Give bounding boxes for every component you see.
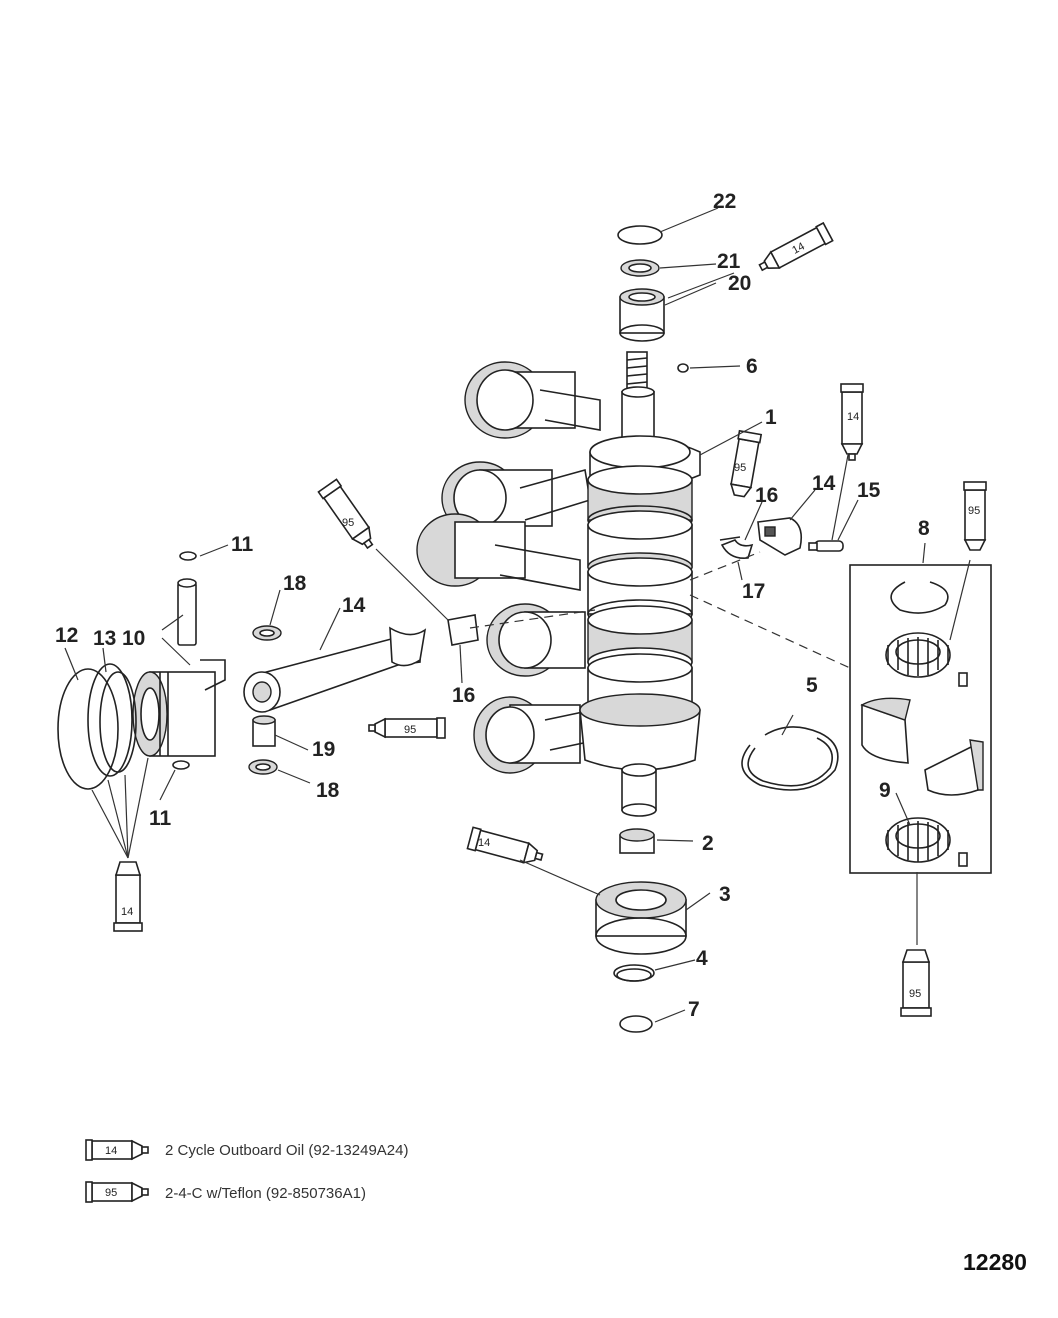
lube-tube-95-bottom [900, 949, 932, 1017]
part-19-needle-bearing [252, 715, 276, 747]
kit-race-half-upper [860, 697, 911, 764]
callout-11-top: 11 [231, 533, 254, 556]
lube-tube-14-rod [840, 383, 864, 461]
callout-7: 7 [688, 998, 700, 1021]
tube-label-14-piston: 14 [121, 906, 133, 918]
piston-middle-left [416, 513, 581, 591]
lube-tube-95-kit [963, 481, 987, 551]
part-18-washer-top [252, 625, 282, 641]
callout-8: 8 [918, 517, 930, 540]
callout-3: 3 [719, 883, 731, 906]
lube-tube-14-piston [113, 861, 143, 932]
callout-15: 15 [857, 479, 881, 502]
callout-10: 10 [122, 627, 145, 650]
callouts: 22 21 20 6 1 16 14 15 17 8 9 5 2 3 4 7 1… [55, 190, 930, 1021]
part-5-ring [741, 726, 839, 791]
callout-16-right: 16 [755, 484, 778, 507]
legend-tube-icon-95: 95 [85, 1181, 149, 1203]
part-12-ring [57, 668, 119, 790]
part-20-bearing [619, 288, 665, 342]
tube-label-14-bottom: 14 [478, 837, 490, 849]
piston-upper-left-1 [464, 361, 601, 439]
legend-row-14: 14 2 Cycle Outboard Oil (92-13249A24) [85, 1139, 408, 1161]
part-11-clip-bottom [172, 760, 190, 770]
part-16-bearing-half-right [719, 536, 754, 560]
callout-22: 22 [713, 190, 736, 213]
callout-20: 20 [728, 272, 751, 295]
part-13-ring [87, 663, 137, 777]
part-10-piston [132, 659, 226, 757]
callout-19: 19 [312, 738, 335, 761]
part-6-ring [677, 363, 689, 373]
tube-label-95-bottom: 95 [909, 988, 921, 1000]
part-11-clip-top [179, 551, 197, 561]
part-14-connecting-rod [243, 626, 427, 713]
part-21-ring [620, 259, 660, 277]
part-7-seal [619, 1015, 653, 1033]
callout-2: 2 [702, 832, 714, 855]
piston-middle-right [486, 603, 586, 677]
callout-14-right: 14 [812, 472, 836, 495]
kit-retaining-ring [890, 581, 949, 614]
crankshaft-assembly [416, 351, 701, 817]
callout-18-bottom: 18 [316, 779, 340, 802]
tube-label-95-bearing: 95 [734, 462, 746, 474]
piston-lower-left [473, 696, 646, 774]
lube-tube-95-rod [317, 478, 374, 550]
part-2-bushing [619, 828, 655, 854]
part-16-bearing-half-left [447, 614, 479, 646]
callout-14-rod: 14 [342, 594, 366, 617]
callout-18-top: 18 [283, 572, 307, 595]
legend-text-14: 2 Cycle Outboard Oil (92-13249A24) [165, 1142, 408, 1159]
callout-12: 12 [55, 624, 78, 647]
tube-label-95-bushing: 95 [404, 724, 416, 736]
part-14-rod-cap-right [757, 517, 803, 556]
part-10-piston-pin [177, 578, 197, 646]
kit-race-half-lower [924, 739, 984, 796]
kit-roller-cage-lower [885, 817, 968, 867]
dashed-centerlines [469, 551, 851, 669]
callout-5: 5 [806, 674, 818, 697]
callout-21: 21 [717, 250, 741, 273]
tube-label-95-rod: 95 [342, 517, 354, 529]
leader-lines [64, 207, 971, 1023]
part-4-ring [613, 964, 655, 982]
legend-tube-code: 14 [105, 1145, 117, 1157]
diagram-reference-number: 12280 [963, 1249, 1027, 1275]
lube-tube-14-top: 14 [758, 221, 834, 272]
part-15-bolt [808, 540, 844, 552]
legend-tube-code: 95 [105, 1187, 117, 1199]
crankshaft [579, 351, 701, 817]
legend-text-95: 2-4-C w/Teflon (92-850736A1) [165, 1185, 366, 1202]
callout-17: 17 [742, 580, 765, 603]
part-22-seal [617, 225, 663, 245]
legend-tube-icon-14: 14 [85, 1139, 149, 1161]
callout-4: 4 [696, 947, 708, 970]
callout-11-bottom: 11 [149, 807, 172, 830]
callout-9: 9 [879, 779, 891, 802]
kit-roller-cage-upper [885, 632, 968, 687]
tube-label-95-kit: 95 [968, 505, 980, 517]
lube-tube-95-bushing [368, 717, 446, 739]
part-18-washer-bottom [248, 759, 278, 775]
legend-row-95: 95 2-4-C w/Teflon (92-850736A1) [85, 1181, 366, 1203]
callout-13: 13 [93, 627, 116, 650]
callout-1: 1 [765, 406, 777, 429]
tube-label: 14 [790, 240, 806, 256]
lube-tube-14-bottom [466, 826, 544, 864]
callout-6: 6 [746, 355, 758, 378]
part-3-ball-bearing [595, 881, 687, 955]
tube-label-14-rod: 14 [847, 411, 859, 423]
bearing-kit-box [849, 564, 992, 874]
callout-16-left: 16 [452, 684, 475, 707]
legend: 14 2 Cycle Outboard Oil (92-13249A24) 95… [85, 1139, 408, 1203]
